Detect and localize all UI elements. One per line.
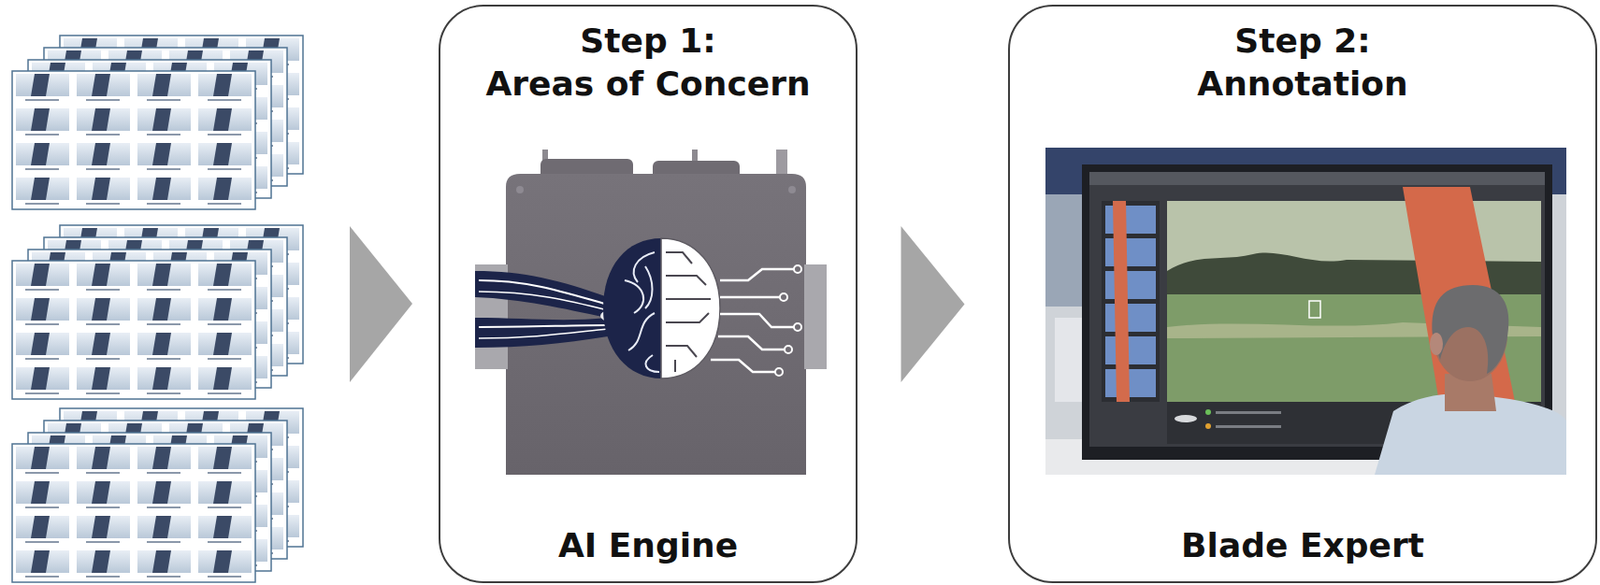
stage-name: Blade Expert <box>1009 525 1596 567</box>
step-title: Annotation <box>1009 63 1596 105</box>
step-heading: Step 2: <box>1009 20 1596 62</box>
step-title: Areas of Concern <box>440 63 856 105</box>
stage-name: AI Engine <box>440 525 856 567</box>
chevron-arrow <box>901 226 966 383</box>
step-box: Step 1:Areas of Concern AI Engine <box>438 4 858 584</box>
step-box: Step 2:AnnotationBlade Expert <box>1008 4 1598 584</box>
step-heading: Step 1: <box>440 20 856 62</box>
